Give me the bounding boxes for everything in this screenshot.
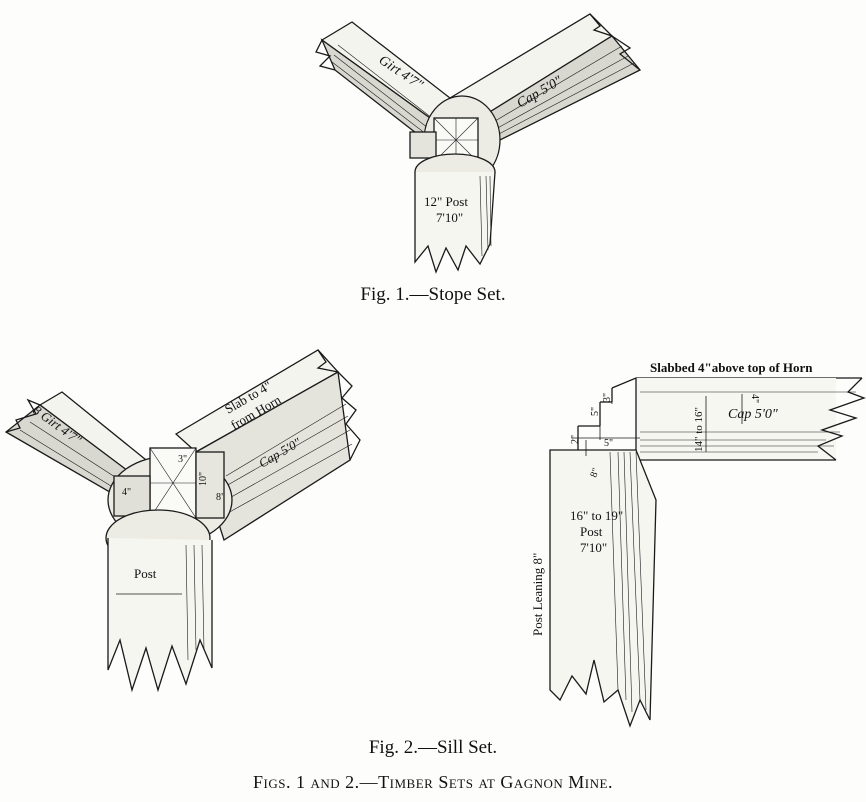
fig2-dim-a: 4" [122, 487, 131, 498]
fig2-elev-leaning-label: Post Leaning 8" [530, 553, 545, 636]
fig1-post [414, 153, 496, 274]
fig1-cap-beam [448, 13, 642, 141]
fig2-post-label: Post [134, 566, 157, 581]
fig2-elev-dim-5: 5" [590, 407, 601, 416]
fig2-elev-cap-label: Cap 5'0" [728, 407, 778, 422]
fig2-elev-dim-16: 14" to 16" [693, 407, 705, 452]
fig2-elev-dim-4: 4" [749, 394, 760, 403]
fig2-elev-cap [577, 377, 866, 461]
fig2-post [105, 509, 213, 693]
fig1-caption: Fig. 1.—Stope Set. [360, 284, 506, 305]
fig2-elev-post [549, 449, 657, 728]
fig2-right-elevation [549, 377, 866, 728]
fig2-elev-dim-3: 3" [602, 393, 613, 402]
fig2-elev-dim-8: 8" [588, 467, 601, 479]
fig1-stope-set [315, 13, 642, 274]
fig2-elev-post-label-3: 7'10" [580, 540, 607, 555]
fig2-elev-slabbed-label: Slabbed 4"above top of Horn [650, 360, 813, 375]
fig2-dim-d: 3" [178, 454, 187, 465]
fig2-left-sill-set [4, 349, 361, 693]
fig2-elev-dim-2: 2" [570, 435, 581, 444]
fig1-post-label-1: 12" Post [424, 194, 468, 209]
fig2-dim-c: 8" [216, 492, 225, 503]
fig2-elev-post-label-2: Post [580, 524, 603, 539]
fig1-post-label-2: 7'10" [436, 210, 463, 225]
fig2-elev-dim-5b: 5" [604, 438, 613, 449]
fig2-caption: Fig. 2.—Sill Set. [368, 737, 498, 758]
fig2-elev-dimensions [572, 390, 743, 456]
main-caption: Figs. 1 and 2.—Timber Sets at Gagnon Min… [253, 772, 613, 792]
fig1-girt-beam [315, 21, 451, 142]
fig2-girt-beam [4, 391, 158, 499]
fig2-cap-beam [174, 349, 361, 542]
fig2-dim-b: 10" [198, 472, 209, 486]
fig2-elev-post-label-1: 16" to 19" [570, 508, 623, 523]
